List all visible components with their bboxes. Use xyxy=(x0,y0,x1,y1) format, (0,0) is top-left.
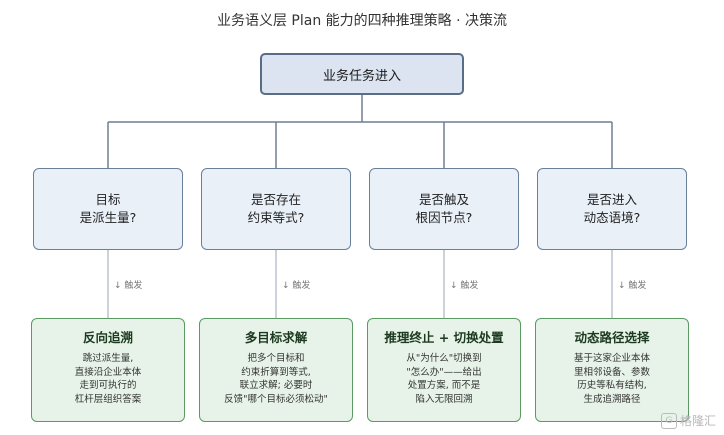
question-2-line-2: 约束等式? xyxy=(247,210,305,225)
strategy-3-line-4: 陷入无限回溯 xyxy=(415,393,473,405)
strategy-3-line-2: "怎么办"——给出 xyxy=(406,366,482,378)
strategy-4-line-4: 生成追溯路径 xyxy=(583,393,641,405)
trigger-label-1: ↓ 触发 xyxy=(114,281,143,291)
trigger-label-2: ↓ 触发 xyxy=(282,281,311,291)
root-label: 业务任务进入 xyxy=(322,68,401,84)
watermark: G 格隆汇 xyxy=(660,412,716,429)
question-3-line-1: 是否触及 xyxy=(418,192,469,207)
strategy-2-line-1: 把多个目标和 xyxy=(247,353,305,364)
strategy-1-title: 反向追溯 xyxy=(82,330,133,345)
question-4-line-2: 动态语境? xyxy=(583,210,641,225)
strategy-4-line-2: 里相邻设备、参数 xyxy=(573,366,650,378)
question-node-3: 是否触及 根因节点? xyxy=(369,168,519,250)
question-node-1: 目标 是派生量? xyxy=(33,168,183,250)
watermark-text: 格隆汇 xyxy=(679,414,716,428)
strategy-4-line-1: 基于这家企业本体 xyxy=(573,353,650,364)
root-node: 业务任务进入 xyxy=(260,53,464,95)
strategy-1-line-4: 杠杆层组织答案 xyxy=(74,393,142,405)
strategy-1-line-1: 跳过派生量, xyxy=(82,353,134,364)
strategy-3-line-1: 从"为什么"切换到 xyxy=(406,353,482,364)
watermark-logo-icon: G xyxy=(660,412,677,429)
diagram-title: 业务语义层 Plan 能力的四种推理策略 · 决策流 xyxy=(216,13,508,29)
strategy-node-2: 多目标求解 把多个目标和 约束折算到等式, 联立求解; 必要时 反馈"哪个目标必… xyxy=(199,318,353,422)
question-2-line-1: 是否存在 xyxy=(250,192,301,207)
strategy-2-title: 多目标求解 xyxy=(244,330,308,345)
trigger-label-4: ↓ 触发 xyxy=(618,281,647,291)
trigger-label-3: ↓ 触发 xyxy=(450,281,479,291)
strategy-4-line-3: 历史等私有结构, xyxy=(577,380,647,391)
strategy-2-line-4: 反馈"哪个目标必须松动" xyxy=(224,393,328,405)
question-1-line-1: 目标 xyxy=(95,192,121,207)
strategy-2-line-3: 联立求解; 必要时 xyxy=(239,380,313,391)
question-node-2: 是否存在 约束等式? xyxy=(201,168,351,250)
strategy-3-title: 推理终止 + 切换处置 xyxy=(384,330,504,345)
question-4-line-1: 是否进入 xyxy=(586,192,637,207)
strategy-1-line-3: 走到可执行的 xyxy=(79,380,137,391)
strategy-node-4: 动态路径选择 基于这家企业本体 里相邻设备、参数 历史等私有结构, 生成追溯路径 xyxy=(535,318,689,422)
strategy-3-line-3: 处置方案, 而不是 xyxy=(407,380,481,391)
question-1-line-2: 是派生量? xyxy=(79,210,137,225)
question-node-4: 是否进入 动态语境? xyxy=(537,168,687,250)
strategy-node-1: 反向追溯 跳过派生量, 直接沿企业本体 走到可执行的 杠杆层组织答案 xyxy=(31,318,185,422)
strategy-2-line-2: 约束折算到等式, xyxy=(241,366,311,378)
strategy-4-title: 动态路径选择 xyxy=(574,330,650,345)
question-3-line-2: 根因节点? xyxy=(415,210,473,225)
strategy-node-3: 推理终止 + 切换处置 从"为什么"切换到 "怎么办"——给出 处置方案, 而不… xyxy=(367,318,521,422)
strategy-1-line-2: 直接沿企业本体 xyxy=(74,366,142,378)
